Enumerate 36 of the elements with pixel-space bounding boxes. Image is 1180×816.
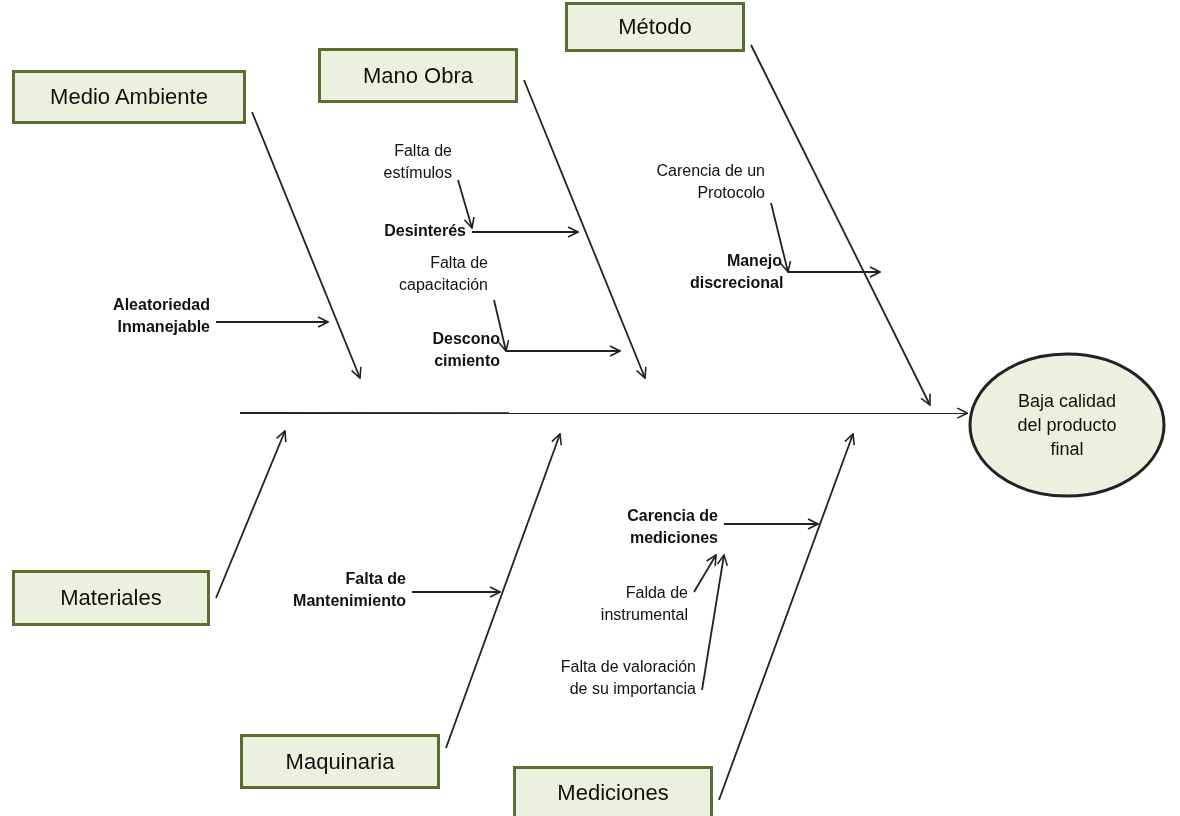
arrow (787, 266, 881, 278)
arrow (471, 226, 579, 238)
cause-label: Carencia de mediciones (590, 505, 718, 549)
arrow (411, 586, 501, 598)
arrow (701, 554, 729, 691)
cause-label: Manejo discrecional (690, 250, 782, 294)
cause-label: Falda de instrumental (560, 582, 688, 626)
cause-label: Carencia de un Protocolo (630, 160, 765, 204)
category-box: Mano Obra (318, 48, 518, 103)
arrow (718, 433, 856, 801)
arrow (523, 79, 647, 379)
cause-label: Falta de Mantenimiento (290, 568, 406, 612)
category-box: Mediciones (513, 766, 713, 816)
cause-label: Falta de capacitación (370, 252, 488, 296)
cause-label: Desinterés (348, 220, 466, 242)
cause-label: Falta de valoración de su importancia (540, 656, 696, 722)
category-box: Medio Ambiente (12, 70, 246, 124)
arrow (505, 345, 621, 357)
arrow (770, 202, 792, 273)
effect-label: Baja calidad del producto final (1016, 390, 1118, 461)
category-box: Materiales (12, 570, 210, 626)
category-box: Método (565, 2, 745, 52)
cause-label: Aleatoriedad Inmanejable (70, 294, 210, 342)
arrow (723, 518, 819, 530)
arrow (750, 44, 931, 406)
cause-label: Descono cimiento (400, 328, 500, 372)
arrow (215, 430, 287, 599)
cause-label: Falta de estímulos (340, 140, 452, 184)
arrow (445, 433, 563, 749)
category-box: Maquinaria (240, 734, 440, 789)
arrow (251, 111, 362, 379)
arrow (239, 407, 969, 419)
arrow (693, 554, 717, 593)
arrow (493, 299, 510, 352)
arrow (457, 179, 475, 229)
arrow (215, 316, 329, 328)
